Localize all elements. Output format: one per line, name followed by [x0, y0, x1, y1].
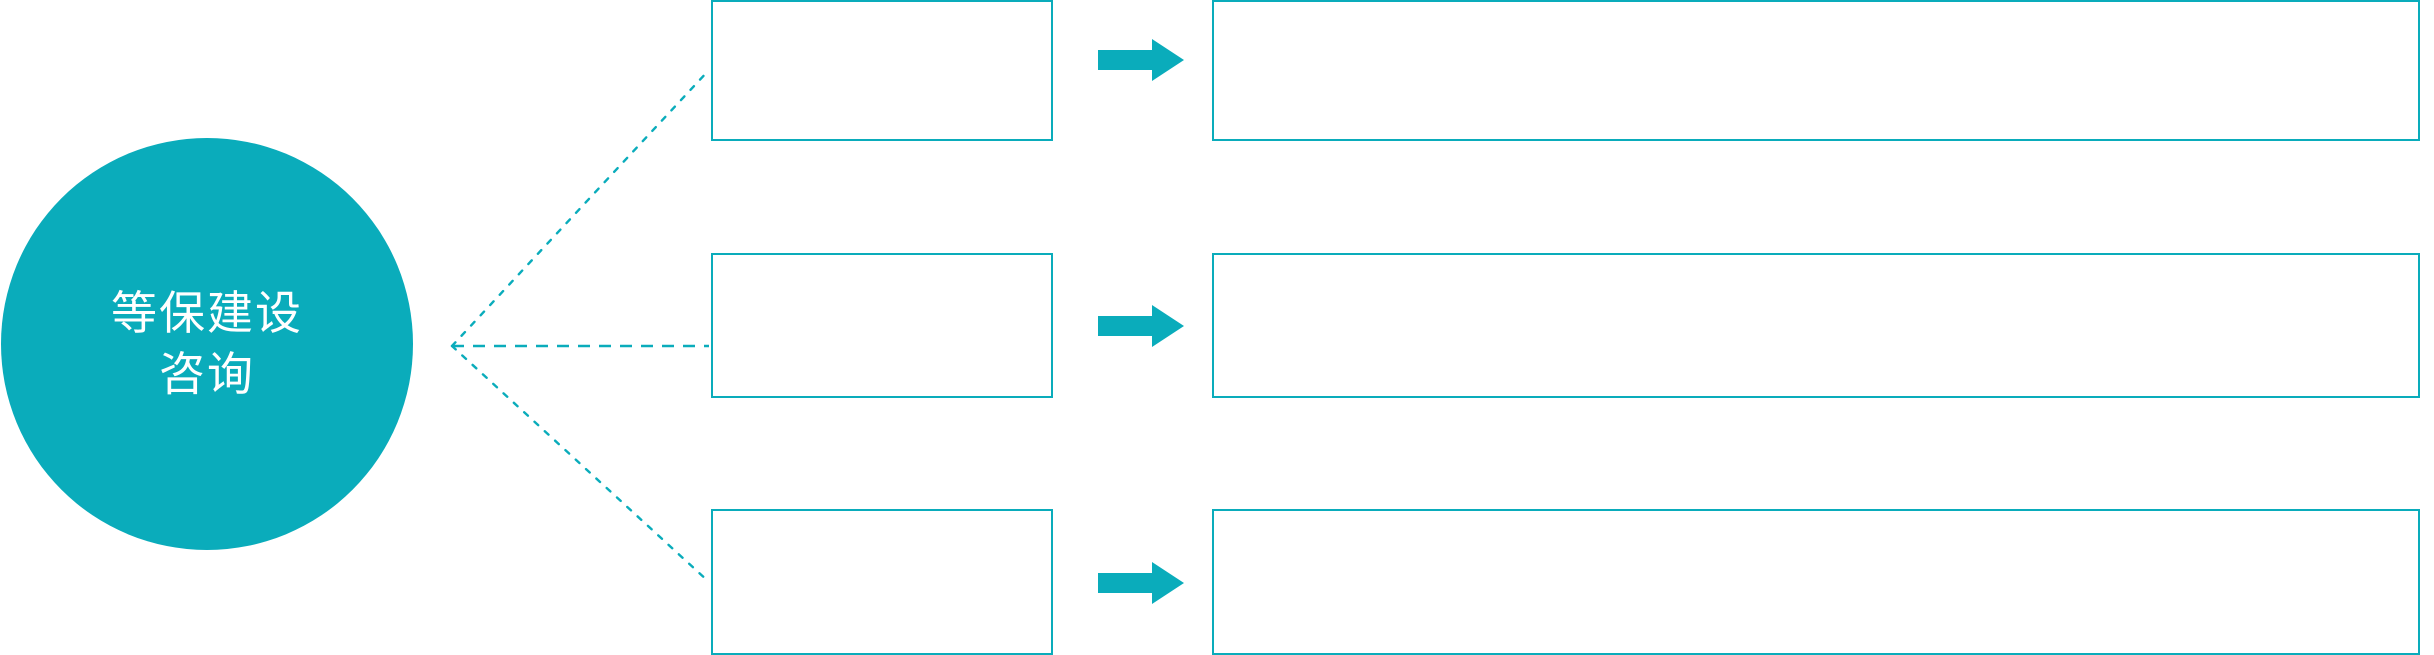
detail-box[interactable] [1212, 253, 2420, 398]
category-box[interactable] [711, 509, 1053, 655]
category-box[interactable] [711, 253, 1053, 398]
diagram-row [0, 0, 2434, 141]
arrow-right-icon [1098, 39, 1184, 81]
category-box[interactable] [711, 0, 1053, 141]
hub-circle: 等保建设 咨询 [1, 138, 413, 550]
hub-title-line-1: 等保建设 [111, 287, 303, 340]
detail-box[interactable] [1212, 509, 2420, 655]
diagram-row [0, 253, 2434, 398]
detail-box[interactable] [1212, 0, 2420, 141]
diagram-row [0, 509, 2434, 655]
hub-title-line-2: 咨询 [159, 348, 255, 400]
arrow-right-icon [1098, 305, 1184, 347]
arrow-right-icon [1098, 562, 1184, 604]
